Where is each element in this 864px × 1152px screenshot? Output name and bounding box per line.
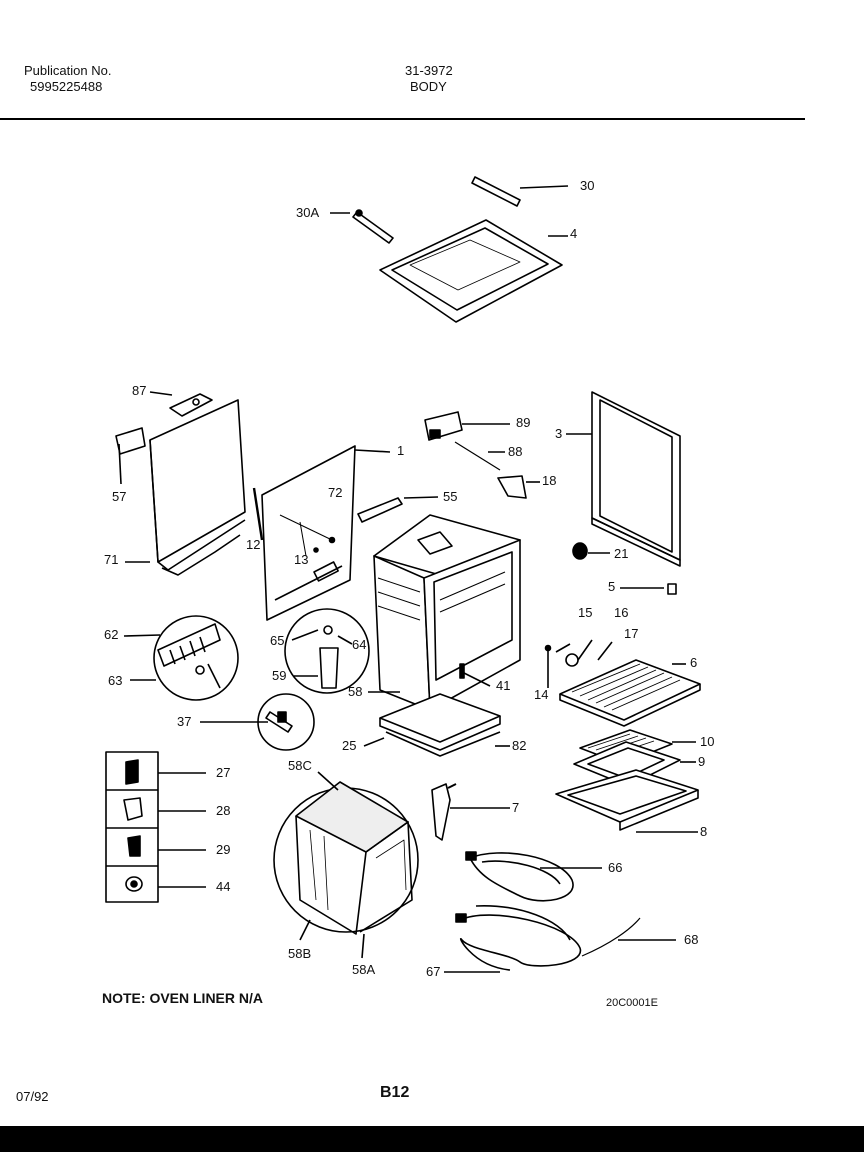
part-12-rod — [252, 487, 264, 541]
callout-9: 9 — [698, 754, 706, 769]
drawing-code: 20C0001E — [606, 997, 658, 1009]
callout-28: 28 — [216, 803, 231, 818]
callout-59: 59 — [272, 668, 287, 683]
callout-58C: 58C — [288, 758, 312, 773]
callout-8: 8 — [700, 824, 708, 839]
part-5-foot — [620, 583, 677, 595]
oven-cavity — [368, 514, 521, 711]
detail-circle-58-liner — [273, 771, 419, 959]
publication-number: 5995225488 — [30, 79, 103, 94]
part-89-switch — [424, 411, 510, 441]
callout-63: 63 — [108, 673, 123, 688]
part-30-bracket — [471, 176, 569, 207]
callout-44: 44 — [216, 879, 231, 894]
part-4-top-panel — [379, 219, 568, 323]
callout-27: 27 — [216, 765, 231, 780]
callout-62: 62 — [104, 627, 119, 642]
callout-82: 82 — [512, 738, 527, 753]
callout-30A: 30A — [296, 205, 320, 220]
callout-41: 41 — [496, 678, 511, 693]
callout-58: 58 — [348, 684, 363, 699]
callout-66: 66 — [608, 860, 623, 875]
part-55-bracket — [357, 496, 439, 523]
callout-12: 12 — [246, 537, 261, 552]
part-18-bracket — [497, 475, 540, 499]
callout-3: 3 — [555, 426, 563, 441]
part-67-bake-element — [444, 905, 581, 973]
callout-16: 16 — [614, 605, 629, 620]
part-6-oven-rack — [559, 659, 701, 727]
callout-57: 57 — [112, 489, 127, 504]
scan-border-bottom — [0, 1126, 864, 1152]
callout-13: 13 — [294, 552, 309, 567]
part-88-wire — [454, 441, 505, 471]
callout-30: 30 — [580, 178, 595, 193]
part-10-9-broiler-pan — [573, 729, 696, 787]
callout-68: 68 — [684, 932, 699, 947]
callout-21: 21 — [614, 546, 629, 561]
part-8-drawer-pan — [555, 769, 699, 833]
callout-1: 1 — [397, 443, 405, 458]
callout-17: 17 — [624, 626, 639, 641]
part-15-17-light — [544, 639, 613, 688]
oven-liner-note: NOTE: OVEN LINER N/A — [102, 990, 264, 1006]
part-30A-bracket — [330, 209, 394, 244]
callout-87: 87 — [132, 383, 147, 398]
part-25-82-base — [363, 693, 510, 757]
detail-circle-37 — [200, 693, 315, 751]
callout-88: 88 — [508, 444, 523, 459]
part-71-back-panel — [125, 399, 246, 576]
part-7-bracket — [431, 783, 510, 841]
part-87-bracket — [149, 391, 213, 417]
publication-label: Publication No. — [24, 63, 112, 78]
header-rule — [0, 118, 805, 120]
part-3-door-frame — [566, 391, 681, 567]
callout-18: 18 — [542, 473, 557, 488]
callout-67: 67 — [426, 964, 441, 979]
callout-72: 72 — [328, 485, 343, 500]
callout-65: 65 — [270, 633, 285, 648]
callout-89: 89 — [516, 415, 531, 430]
part-1-side-panel — [261, 445, 391, 621]
callout-5: 5 — [608, 579, 616, 594]
part-66-broil-element — [465, 851, 602, 902]
callout-58A: 58A — [352, 962, 376, 977]
catalog-number: 31-3972 — [405, 63, 453, 78]
callout-71: 71 — [104, 552, 119, 567]
callout-64: 64 — [352, 637, 367, 652]
callout-7: 7 — [512, 800, 520, 815]
callout-6: 6 — [690, 655, 698, 670]
footer-date: 07/92 — [16, 1089, 49, 1104]
callout-10: 10 — [700, 734, 715, 749]
callout-55: 55 — [443, 489, 458, 504]
part-68-wire — [581, 917, 676, 957]
callout-29: 29 — [216, 842, 231, 857]
detail-circle-62-63 — [123, 615, 239, 701]
callout-58B: 58B — [288, 946, 312, 961]
callout-25: 25 — [342, 738, 357, 753]
callout-37: 37 — [177, 714, 192, 729]
section-title: BODY — [410, 79, 447, 94]
callout-15: 15 — [578, 605, 593, 620]
callout-4: 4 — [570, 226, 578, 241]
page-number: B12 — [380, 1084, 410, 1101]
part-21-knob — [572, 542, 610, 560]
callout-14: 14 — [534, 687, 549, 702]
small-parts-column — [105, 751, 206, 903]
part-57-vent — [115, 427, 146, 485]
detail-circle-59-64-65 — [284, 608, 370, 694]
